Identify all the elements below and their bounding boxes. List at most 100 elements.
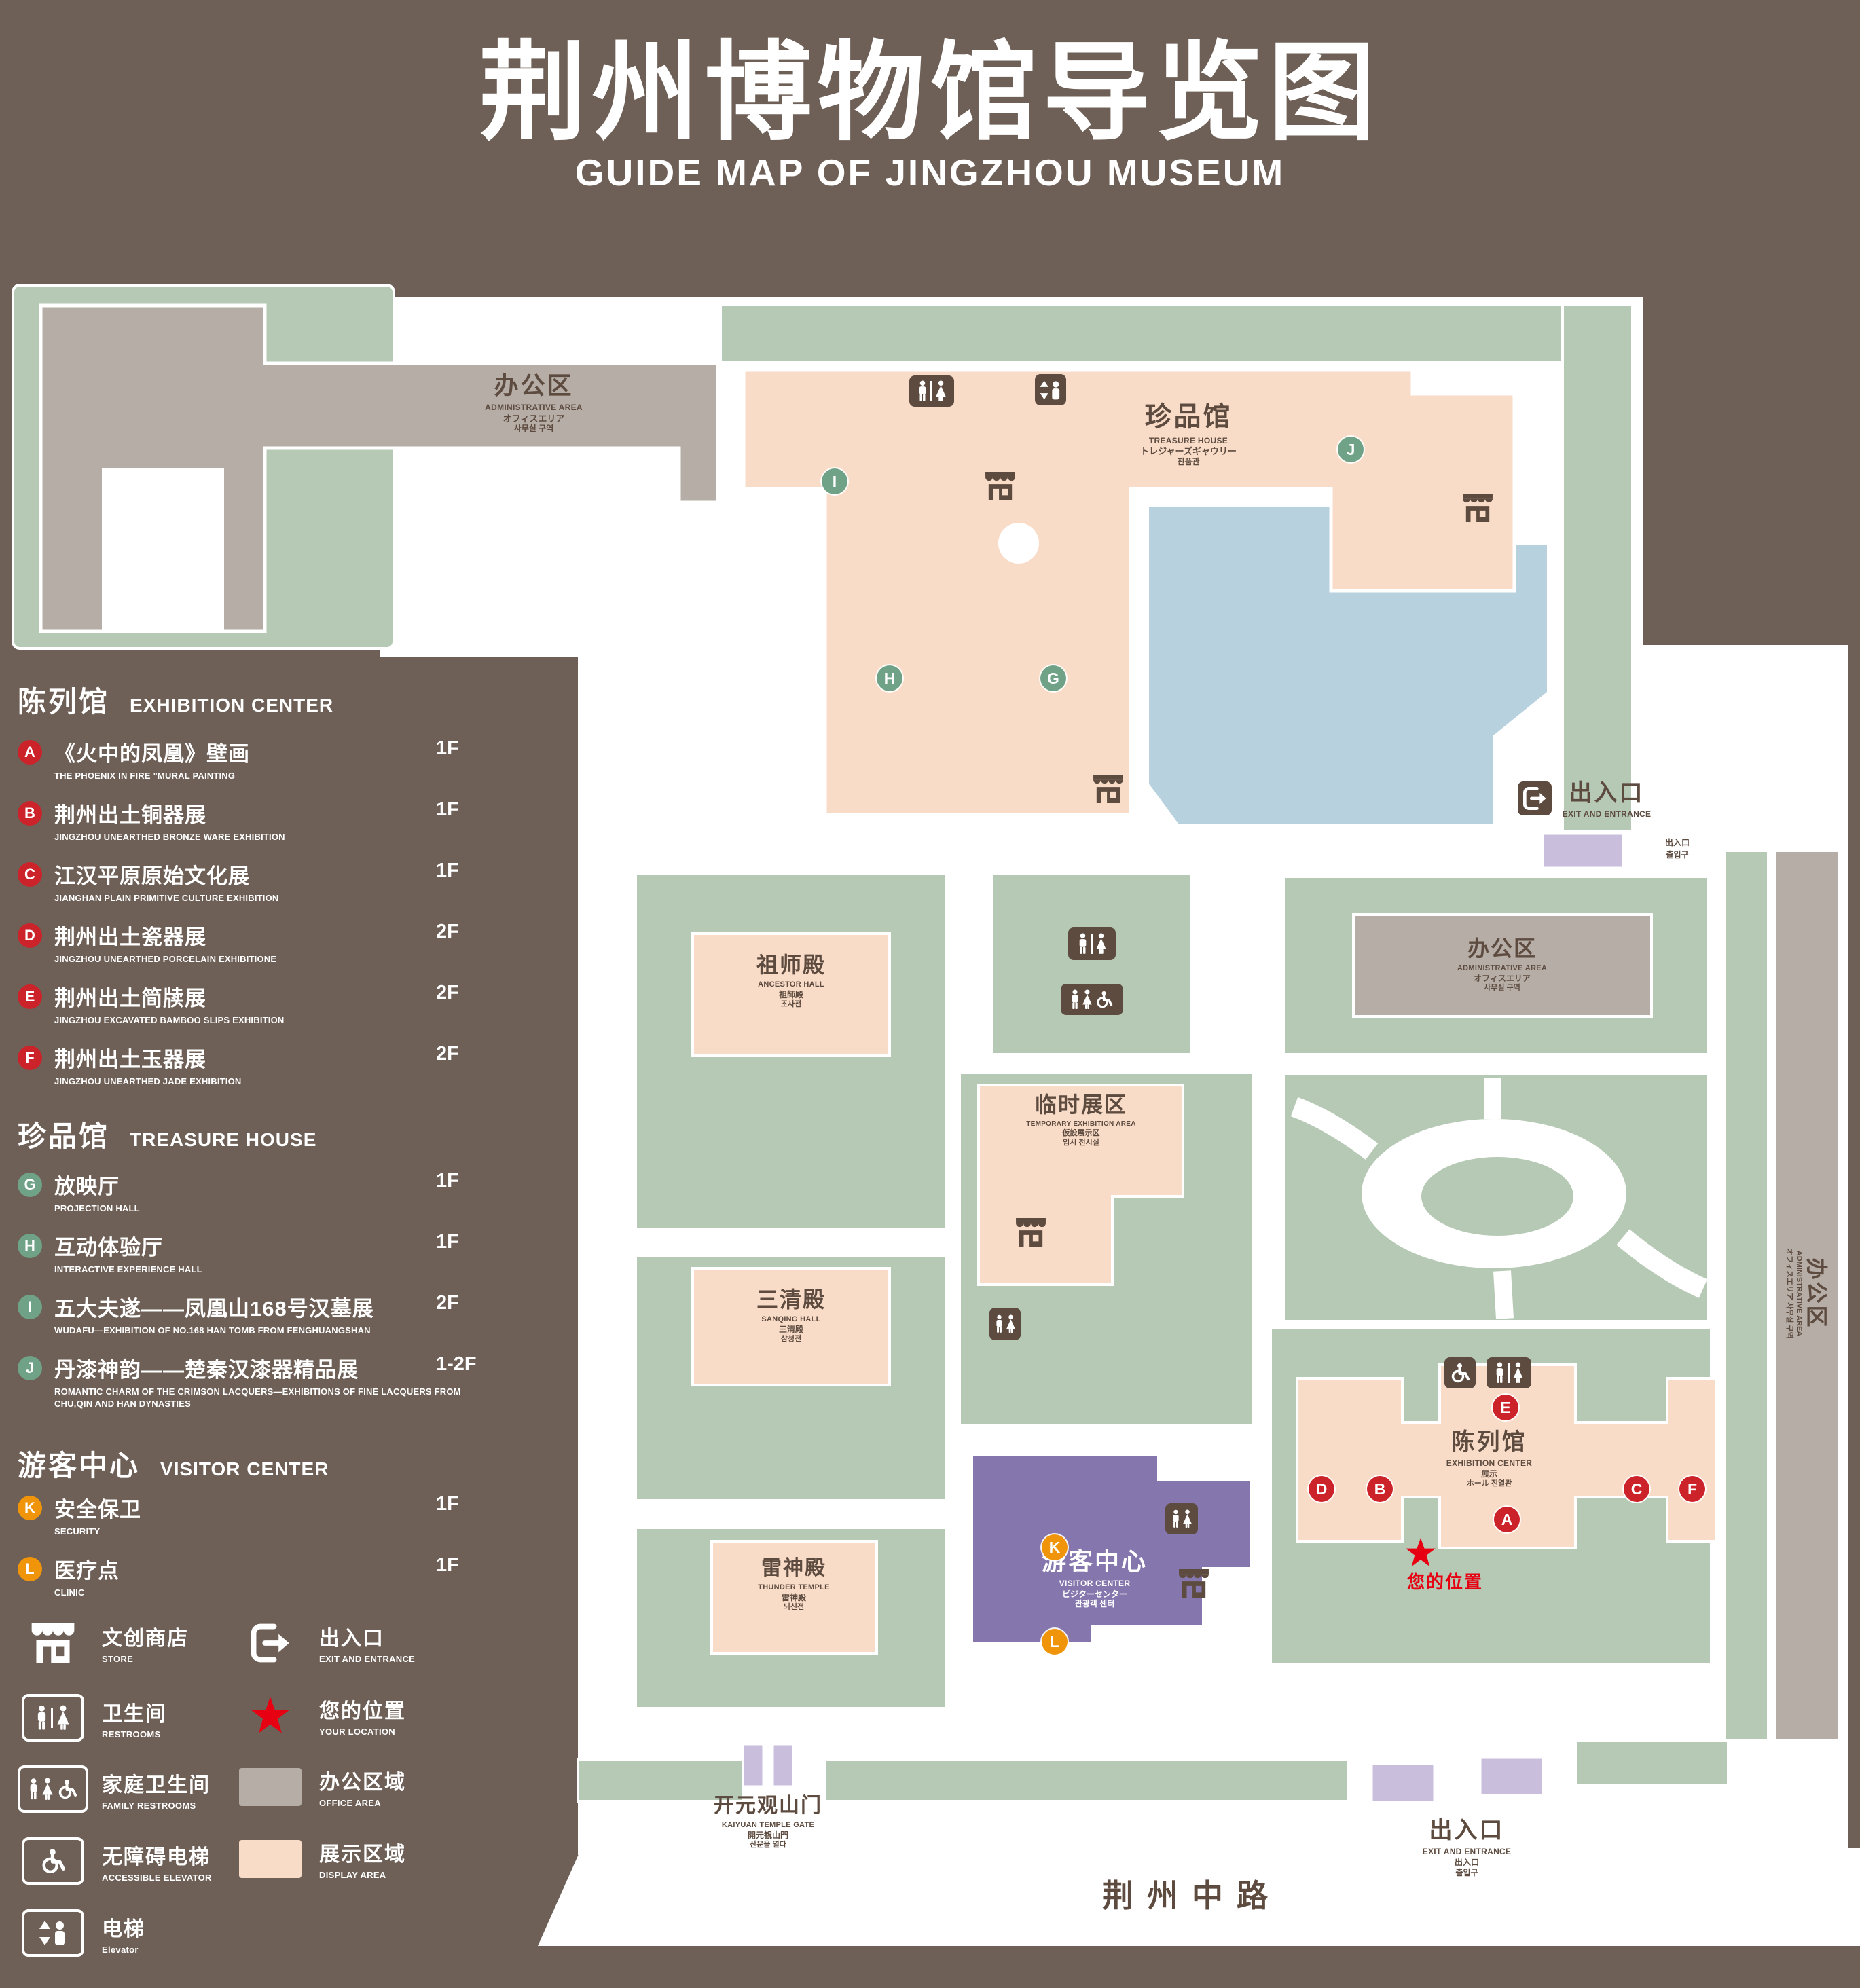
item-title: 五大夫遂——凤凰山168号汉墓展 — [54, 1297, 374, 1321]
exit-glyph — [1522, 786, 1547, 811]
kaiyuan-gate-label: 开元观山门 KAIYUAN TEMPLE GATE 開元観山門 산문을 열다 — [714, 1794, 822, 1849]
store-icon — [31, 1623, 75, 1663]
label-ko: 뇌신전 — [783, 1602, 805, 1611]
marker-badge: L — [18, 1556, 42, 1581]
label-ko: 조사전 — [780, 1000, 802, 1009]
label-ja: 出入口 — [1664, 838, 1690, 847]
label-ja: トレジャーズギャウリー — [1140, 446, 1237, 457]
item-floor: 1-2F — [436, 1353, 477, 1375]
label-ko: 사무실 구역 — [513, 424, 554, 434]
exhibition-center-label: 陈列馆 EXHIBITION CENTER 展示 ホール 진열관 — [1446, 1429, 1532, 1488]
label-en: KAIYUAN TEMPLE GATE — [721, 1820, 815, 1829]
item-caption: JIANGHAN PLAIN PRIMITIVE CULTURE EXHIBIT… — [54, 893, 279, 903]
item-floor: 1F — [436, 1231, 459, 1253]
symbol-en: DISPLAY AREA — [319, 1870, 386, 1880]
legend-symbol-accessible-elevator: 无障碍电梯 ACCESSIBLE ELEVATOR — [18, 1837, 212, 1885]
item-title: 荆州出土玉器展 — [54, 1048, 206, 1071]
road-name-label: 荆州中路 — [1102, 1878, 1281, 1913]
map-marker-l: L — [1042, 1629, 1068, 1655]
item-title: 医疗点 — [54, 1559, 120, 1583]
legend-symbol-display-area: 展示区域 DISPLAY AREA — [235, 1837, 406, 1880]
building-admin-center — [1352, 913, 1653, 1018]
legend-section-treasure: 珍品馆 TREASURE HOUSE — [18, 1113, 316, 1155]
item-caption: WUDAFU—EXHIBITION OF NO.168 HAN TOMB FRO… — [54, 1325, 371, 1336]
label-ja: 展示 — [1480, 1469, 1498, 1479]
admin-top-left-label: 办公区 ADMINISTRATIVE AREA オフィスエリア 사무실 구역 — [485, 371, 583, 434]
accessible-elevator-icon — [1444, 1357, 1476, 1388]
garden-island — [1421, 1157, 1573, 1236]
label-zh: 办公区 — [1804, 1257, 1829, 1329]
restroom-icon — [989, 1308, 1021, 1340]
store-icon — [1462, 494, 1493, 522]
item-title: 荆州出土铜器展 — [54, 803, 206, 827]
map-marker-d: D — [1309, 1476, 1334, 1502]
marker-badge: H — [18, 1233, 42, 1258]
item-floor: 1F — [436, 1493, 459, 1515]
man-figure-icon — [918, 380, 927, 402]
item-caption: SECURITY — [54, 1526, 101, 1536]
man-figure-icon — [1172, 1509, 1180, 1528]
symbol-zh: 无障碍电梯 — [102, 1845, 211, 1869]
label-ko: 삼청전 — [780, 1335, 802, 1344]
restroom-icon — [1068, 927, 1116, 960]
man-figure-icon — [1495, 1362, 1504, 1384]
entrance-block-bottom-1 — [1370, 1763, 1436, 1803]
label-en: VISITOR CENTER — [1059, 1578, 1131, 1588]
legend-item-d: D 荆州出土瓷器展 2F JINGZHOU UNEARTHED PORCELAI… — [18, 920, 496, 965]
item-title: 荆州出土瓷器展 — [54, 925, 206, 949]
legend-item-a: A 《火中的凤凰》壁画 1F THE PHOENIX IN FIRE "MURA… — [18, 737, 496, 782]
item-caption: PROJECTION HALL — [54, 1203, 140, 1213]
map-marker-j: J — [1338, 437, 1364, 462]
label-en: EXIT AND ENTRANCE — [1422, 1847, 1512, 1857]
store-icon — [1015, 1218, 1046, 1247]
label-zh: 三清殿 — [756, 1287, 826, 1312]
legend-symbol-exit: 出入口 EXIT AND ENTRANCE — [235, 1621, 415, 1664]
elevator-glyph — [1039, 380, 1062, 401]
man-figure-icon — [37, 1705, 47, 1731]
green-right-strip-top — [1561, 303, 1634, 833]
map-marker-c: C — [1624, 1476, 1649, 1502]
label-ja: 開元観山門 — [747, 1830, 788, 1840]
item-title: 放映厅 — [54, 1175, 120, 1198]
map-marker-g: G — [1040, 665, 1066, 691]
marker-badge: D — [18, 923, 42, 948]
symbol-zh: 家庭卫生间 — [102, 1773, 211, 1797]
woman-figure-icon — [1006, 1314, 1015, 1333]
label-zh: 办公区 — [1467, 936, 1537, 961]
legend-symbol-restroom: 卫生间 RESTROOMS — [18, 1694, 167, 1742]
symbol-zh: 出入口 — [319, 1627, 384, 1650]
restroom-icon — [1487, 1357, 1531, 1388]
legend-item-k: K 安全保卫 1F SECURITY — [18, 1492, 496, 1538]
green-top-strip — [719, 303, 1634, 363]
woman-figure-icon — [936, 380, 946, 402]
marker-badge: K — [18, 1495, 42, 1520]
label-en: TREASURE HOUSE — [1148, 435, 1228, 445]
road-jingzhou-middle — [538, 1848, 1860, 1946]
label-en: TEMPORARY EXHIBITION AREA — [1026, 1120, 1136, 1128]
item-caption: JINGZHOU UNEARTHED BRONZE WARE EXHIBITIO… — [54, 832, 285, 842]
divider — [930, 381, 932, 401]
exit-icon — [1518, 781, 1552, 815]
temporary-area-label: 临时展区 TEMPORARY EXHIBITION AREA 仮設展示区 임시 … — [1026, 1092, 1136, 1147]
man-figure-icon — [1078, 933, 1087, 955]
location-star-icon — [1405, 1538, 1436, 1568]
map-marker-e: E — [1493, 1395, 1518, 1420]
admin-center-label: 办公区 ADMINISTRATIVE AREA オフィスエリア 사무실 구역 — [1457, 936, 1547, 993]
map-marker-f: F — [1679, 1476, 1705, 1502]
item-floor: 2F — [436, 1043, 459, 1065]
family-restroom-icon — [1061, 984, 1123, 1015]
label-ja: オフィスエリア — [1474, 974, 1531, 984]
symbol-en: ACCESSIBLE ELEVATOR — [102, 1872, 212, 1883]
store-icon — [1178, 1569, 1209, 1598]
map-marker-k: K — [1042, 1534, 1068, 1560]
map-marker-b: B — [1367, 1476, 1393, 1502]
label-ko: 임시 전시실 — [1063, 1138, 1099, 1147]
label-ja: オフィスエリア — [503, 413, 565, 424]
exit-top-right-sublabel: 出入口 출입구 — [1665, 836, 1690, 861]
garden-path-arm-s — [1493, 1270, 1514, 1319]
legend-item-i: I 五大夫遂——凤凰山168号汉墓展 2F WUDAFU—EXHIBITION … — [18, 1291, 496, 1337]
item-floor: 1F — [436, 1170, 459, 1192]
legend-symbol-location: 您的位置 YOUR LOCATION — [235, 1694, 406, 1737]
item-title: 丹漆神韵——楚秦汉漆器精品展 — [54, 1358, 359, 1382]
